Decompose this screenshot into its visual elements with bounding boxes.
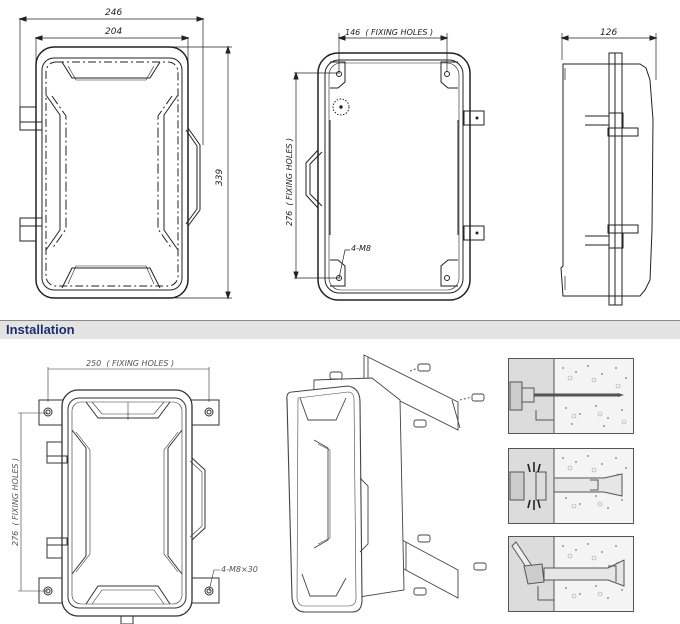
back-fixing-height-label: 276 ( FIXING HOLES )	[285, 138, 294, 226]
back-view-drawing: 146 ( FIXING HOLES ) 276 ( FIXING HOLES …	[270, 0, 510, 310]
anchor-step-tighten	[508, 536, 634, 612]
installation-section-header: Installation	[0, 320, 680, 339]
side-depth: 126	[600, 28, 617, 38]
back-fixing-width-label: 146 ( FIXING HOLES )	[345, 28, 433, 37]
install-fixing-height-label: 276 ( FIXING HOLES )	[11, 458, 20, 546]
install-hole-callout: 4-M8×30	[221, 565, 258, 574]
exploded-mounting-view	[270, 340, 500, 624]
front-width-body: 204	[105, 27, 122, 37]
back-hole-callout: 4-M8	[351, 244, 371, 253]
side-view-drawing: 126	[540, 0, 680, 310]
section-title: Installation	[6, 322, 75, 337]
anchor-step-insert	[508, 448, 634, 524]
anchor-step-drill	[508, 358, 634, 434]
front-view-drawing: 246 204 339	[0, 0, 260, 310]
installation-mounting-drawing: 250 ( FIXING HOLES ) 276 ( FIXING HOLES …	[0, 345, 260, 624]
front-height-overall: 339	[215, 169, 225, 186]
install-fixing-width-label: 250 ( FIXING HOLES )	[86, 359, 174, 368]
front-width-overall: 246	[105, 8, 122, 18]
anchor-steps	[508, 358, 634, 612]
